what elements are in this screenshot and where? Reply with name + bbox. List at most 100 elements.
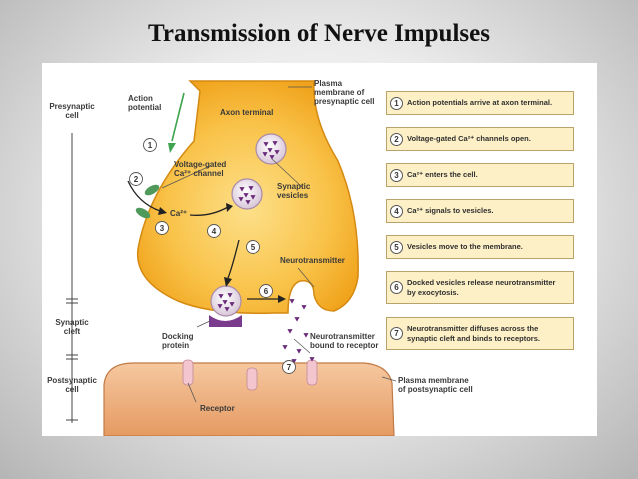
step-text: Docked vesicles release neurotransmitter… <box>407 277 556 297</box>
neurotransmitter-molecule <box>250 195 256 200</box>
step-box-5: 5 Vesicles move to the membrane. <box>386 235 574 259</box>
label-line: Voltage-gated <box>174 160 226 169</box>
neurotransmitter-molecule <box>282 345 288 350</box>
leader-lines <box>161 86 397 382</box>
neurotransmitter-cluster <box>238 186 256 205</box>
label-line: Synaptic <box>277 182 311 191</box>
receptor-label: Receptor <box>200 404 235 413</box>
label-line: cleft <box>64 327 81 336</box>
step-text: Action potentials arrive at axon termina… <box>407 98 553 107</box>
label-line: protein <box>162 341 189 350</box>
receptors <box>182 359 318 391</box>
diagram-step-markers: 1 2 3 4 5 6 7 <box>129 138 296 374</box>
step-number: 1 <box>390 96 403 110</box>
neurotransmitter-molecule <box>272 141 278 146</box>
step-box-4: 4 Ca²⁺ signals to vesicles. <box>386 199 574 223</box>
label-blot <box>61 77 99 109</box>
label-line: vesicles <box>277 191 309 200</box>
label-line: Plasma membrane <box>398 376 469 385</box>
step-box-7: 7 Neurotransmitter diffuses across the s… <box>386 317 574 350</box>
neurotransmitter-molecule <box>267 148 273 153</box>
step-text: Voltage-gated Ca²⁺ channels open. <box>407 134 531 143</box>
neurotransmitter-molecule <box>229 302 235 307</box>
label-line: bound to receptor <box>310 341 378 350</box>
neurotransmitter-molecule <box>303 333 309 338</box>
neurotransmitter-molecule <box>274 150 280 155</box>
step-number: 7 <box>390 327 403 340</box>
calcium-arrow <box>127 180 278 300</box>
label-line: Docking <box>162 332 194 341</box>
svg-text:6: 6 <box>264 287 269 296</box>
neurotransmitter-molecule <box>289 299 295 304</box>
label-line: Plasma <box>314 79 343 88</box>
neurotransmitter-label: Neurotransmitter <box>280 256 345 265</box>
docking-protein <box>209 315 242 327</box>
step-number: 2 <box>390 132 403 146</box>
label-line: potential <box>128 103 161 112</box>
step-number: 4 <box>390 204 403 218</box>
neurotransmitter-molecule <box>296 349 302 354</box>
label-line: Receptor <box>200 404 235 413</box>
neurotransmitter-molecule <box>224 307 230 312</box>
neurotransmitter-molecule <box>287 329 293 334</box>
step-marker-1: 1 <box>143 138 157 152</box>
step-text: Ca²⁺ signals to vesicles. <box>407 206 494 215</box>
label-line: Ca²⁺ channel <box>174 169 224 178</box>
neurotransmitter-molecule <box>218 294 224 299</box>
label-line: Action <box>128 94 153 103</box>
label-line: presynaptic cell <box>314 97 374 106</box>
label-line: Neurotransmitter <box>310 332 375 341</box>
neurotransmitter-molecule <box>222 300 228 305</box>
label-line: Axon terminal <box>220 108 273 117</box>
neurotransmitter-cluster <box>217 293 235 312</box>
svg-text:3: 3 <box>160 224 165 233</box>
label-line: membrane of <box>314 88 365 97</box>
neurotransmitter-molecule <box>245 200 251 205</box>
neurotransmitter-cluster <box>262 141 280 160</box>
postsynaptic-cell <box>103 362 395 436</box>
neurotransmitter-molecule <box>301 305 307 310</box>
step-box-2: 2 Voltage-gated Ca²⁺ channels open. <box>386 127 574 151</box>
neurotransmitter-molecule <box>217 304 223 309</box>
step-marker-2: 2 <box>129 172 143 186</box>
neurotransmitter-molecule <box>238 197 244 202</box>
voltage-gated-channel-icon <box>135 184 160 219</box>
step-box-3: 3 Ca²⁺ enters the cell. <box>386 163 574 187</box>
svg-text:7: 7 <box>287 363 292 372</box>
svg-text:1: 1 <box>148 141 153 150</box>
step-marker-4: 4 <box>207 224 221 238</box>
axon-terminal-label: Axon terminal <box>220 108 273 117</box>
neurotransmitter-molecule <box>248 186 254 191</box>
step-number: 5 <box>390 240 403 254</box>
neurotransmitter-molecule <box>309 357 315 362</box>
action-potential-arrow <box>168 92 185 153</box>
label-line: Presynaptic <box>49 102 95 111</box>
label-line: cell <box>65 385 78 394</box>
neurotransmitter-molecule <box>294 317 300 322</box>
released-neurotransmitter <box>282 299 315 364</box>
neurotransmitter-molecule <box>243 193 249 198</box>
neurotransmitter-molecule <box>263 142 269 147</box>
step-marker-6: 6 <box>259 284 273 298</box>
svg-text:5: 5 <box>251 243 256 252</box>
neurotransmitter-molecule <box>227 293 233 298</box>
slide-title: Transmission of Nerve Impulses <box>148 20 490 47</box>
step-number: 3 <box>390 168 403 182</box>
calcium-label: Ca²⁺ <box>170 209 187 218</box>
step-text: Vesicles move to the membrane. <box>407 242 523 251</box>
svg-text:4: 4 <box>212 227 217 236</box>
step-text: Ca²⁺ enters the cell. <box>407 170 478 179</box>
neurotransmitter-molecule <box>291 359 297 364</box>
label-line: Synaptic <box>55 318 89 327</box>
label-line: of postsynaptic cell <box>398 385 473 394</box>
step-marker-3: 3 <box>155 221 169 235</box>
